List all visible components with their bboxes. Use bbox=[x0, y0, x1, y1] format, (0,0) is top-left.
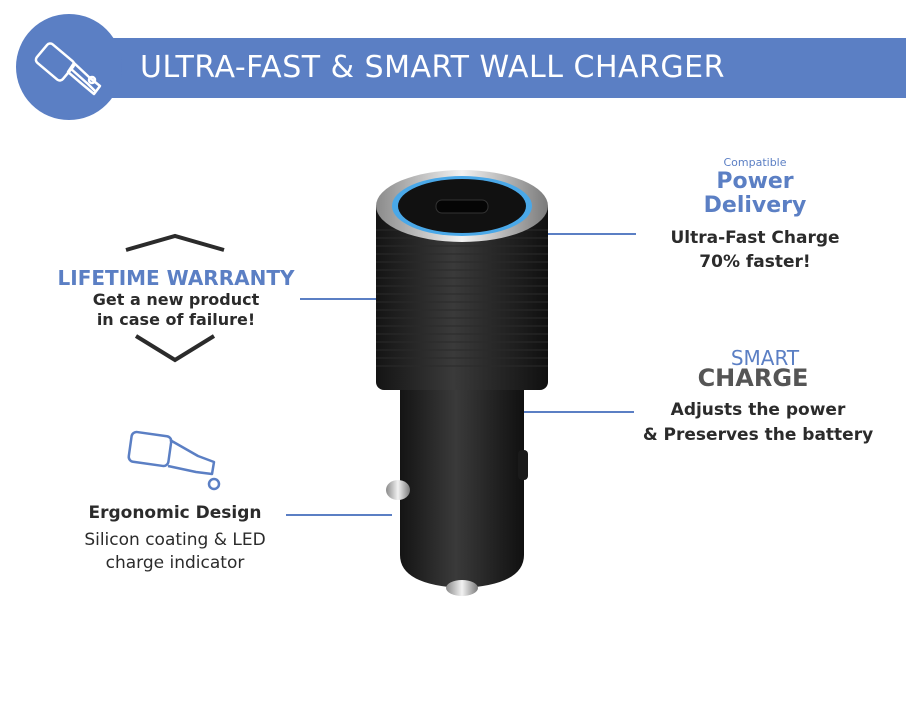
pd-desc-line1: Ultra-Fast Charge bbox=[670, 228, 840, 248]
sc-desc-line1: Adjusts the power bbox=[670, 400, 846, 420]
shield-icon bbox=[125, 233, 225, 363]
sc-desc-line2: & Preserves the battery bbox=[642, 425, 874, 445]
header-banner bbox=[88, 38, 906, 98]
pd-callout-line bbox=[548, 233, 636, 235]
ergonomic-description: Silicon coating & LED charge indicator bbox=[62, 529, 288, 575]
ergonomic-callout-line bbox=[286, 514, 392, 516]
pd-description: Ultra-Fast Charge 70% faster! bbox=[655, 226, 855, 274]
pd-title-line2: Delivery bbox=[703, 193, 807, 218]
warranty-desc-line2: in case of failure! bbox=[96, 310, 256, 329]
charger-product-image bbox=[376, 170, 548, 596]
ergonomic-title: Ergonomic Design bbox=[88, 503, 262, 523]
sc-callout-line bbox=[524, 411, 634, 413]
ergonomic-desc-line1: Silicon coating & LED bbox=[84, 530, 266, 550]
pd-desc-line2: 70% faster! bbox=[699, 252, 811, 272]
warranty-description: Get a new product in case of failure! bbox=[56, 290, 296, 330]
car-charger-icon bbox=[34, 42, 102, 96]
warranty-desc-line1: Get a new product bbox=[92, 290, 260, 309]
pd-title: Power Delivery bbox=[680, 170, 830, 218]
pd-compatible-label: Compatible bbox=[723, 156, 787, 169]
warranty-title: LIFETIME WARRANTY bbox=[57, 266, 295, 290]
charge-label: CHARGE bbox=[697, 364, 809, 392]
smart-charge-description: Adjusts the power & Preserves the batter… bbox=[630, 398, 886, 448]
pd-title-line1: Power bbox=[716, 169, 794, 194]
smart-label: SMART bbox=[730, 346, 800, 370]
header-badge bbox=[16, 14, 122, 120]
car-charger-outline-icon bbox=[127, 430, 221, 491]
ergonomic-desc-line2: charge indicator bbox=[105, 553, 245, 573]
page-title: ULTRA-FAST & SMART WALL CHARGER bbox=[140, 50, 725, 85]
warranty-callout-line bbox=[300, 298, 376, 300]
